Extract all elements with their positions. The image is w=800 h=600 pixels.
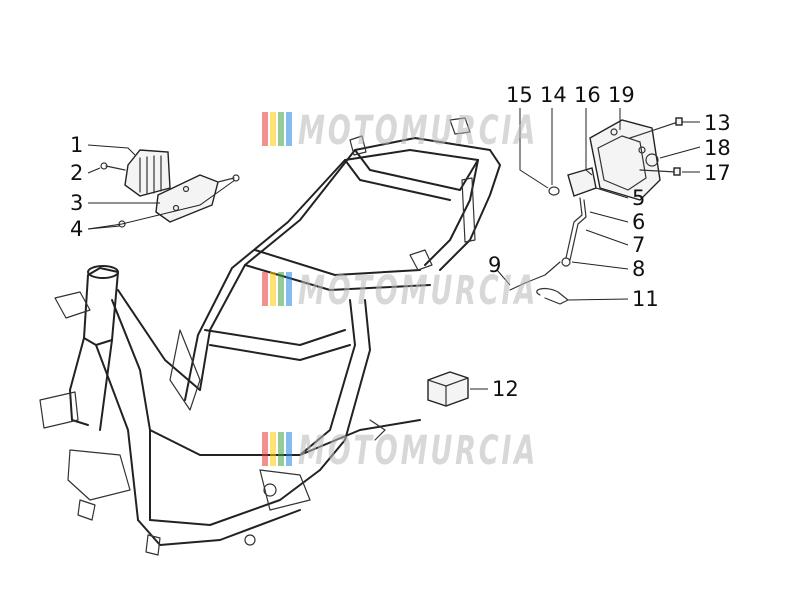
- callout-11: 11: [632, 287, 659, 311]
- watermark-stripe: [262, 112, 268, 146]
- watermark-stripe: [278, 432, 284, 466]
- callout-1: 1: [70, 133, 83, 157]
- callout-8: 8: [632, 257, 645, 281]
- watermark-stripe: [286, 272, 292, 306]
- watermark-stripe: [262, 432, 268, 466]
- watermark-text: MOTOMURCIA: [298, 268, 538, 314]
- callout-4: 4: [70, 217, 83, 241]
- callout-6: 6: [632, 210, 645, 234]
- callout-15: 15: [506, 83, 533, 107]
- watermark: MOTOMURCIA MOTOMURCIA MOTOMURCIA: [262, 108, 538, 474]
- callout-2: 2: [70, 161, 83, 185]
- callout-19: 19: [608, 83, 635, 107]
- watermark-stripe: [262, 272, 268, 306]
- regulator-assembly: [100, 149, 240, 228]
- watermark-stripe: [278, 112, 284, 146]
- watermark-stripe: [286, 432, 292, 466]
- watermark-stripe: [270, 112, 276, 146]
- watermark-stripe: [286, 112, 292, 146]
- callout-18: 18: [704, 136, 731, 160]
- watermark-stripe: [278, 272, 284, 306]
- callout-7: 7: [632, 233, 645, 257]
- watermark-stripe: [270, 432, 276, 466]
- control-unit-assembly: [509, 117, 683, 305]
- callout-14: 14: [540, 83, 567, 107]
- relay-part: [427, 371, 469, 407]
- watermark-stripes: [262, 112, 292, 466]
- watermark-stripe: [270, 272, 276, 306]
- watermark-text: MOTOMURCIA: [298, 428, 538, 474]
- watermark-text: MOTOMURCIA: [298, 108, 538, 154]
- callout-5: 5: [632, 186, 645, 210]
- callout-labels: 1 2 3 4 5 6 7 8 9 11 12 13 14 15 16 17 1…: [70, 83, 731, 401]
- callout-16: 16: [574, 83, 601, 107]
- scooter-frame: [39, 117, 501, 556]
- callout-3: 3: [70, 191, 83, 215]
- callout-12: 12: [492, 377, 519, 401]
- callout-9: 9: [488, 253, 501, 277]
- callout-17: 17: [704, 161, 731, 185]
- callout-13: 13: [704, 111, 731, 135]
- leader-lines: [87, 108, 701, 390]
